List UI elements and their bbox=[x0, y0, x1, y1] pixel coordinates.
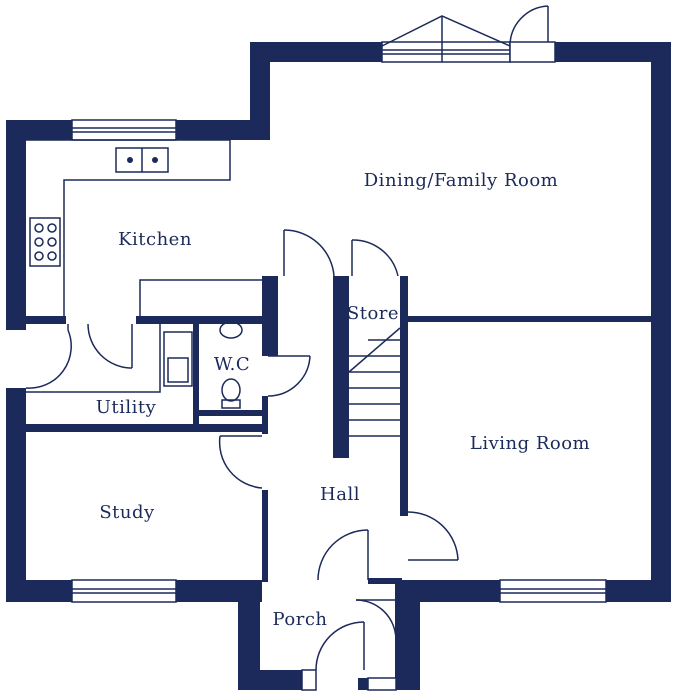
door-swings bbox=[25, 229, 459, 671]
label-living-room: Living Room bbox=[470, 433, 590, 454]
label-store-top: Store bbox=[347, 303, 399, 324]
label-wc: W.C bbox=[214, 354, 250, 375]
label-study: Study bbox=[99, 502, 155, 523]
label-store-bottom: Store bbox=[402, 602, 423, 654]
staircase bbox=[348, 327, 401, 437]
kitchen-fixtures bbox=[26, 139, 278, 316]
label-porch: Porch bbox=[273, 609, 328, 630]
label-utility: Utility bbox=[96, 397, 157, 418]
utility-fixtures bbox=[26, 324, 193, 393]
label-hall: Hall bbox=[320, 484, 360, 505]
label-kitchen: Kitchen bbox=[118, 229, 192, 250]
room-labels: Dining/Family Room Kitchen Store W.C Uti… bbox=[96, 170, 590, 654]
windows bbox=[71, 5, 607, 691]
internal-walls bbox=[6, 276, 651, 584]
label-dining-family-room: Dining/Family Room bbox=[364, 170, 558, 191]
wc-fixtures bbox=[219, 321, 243, 409]
